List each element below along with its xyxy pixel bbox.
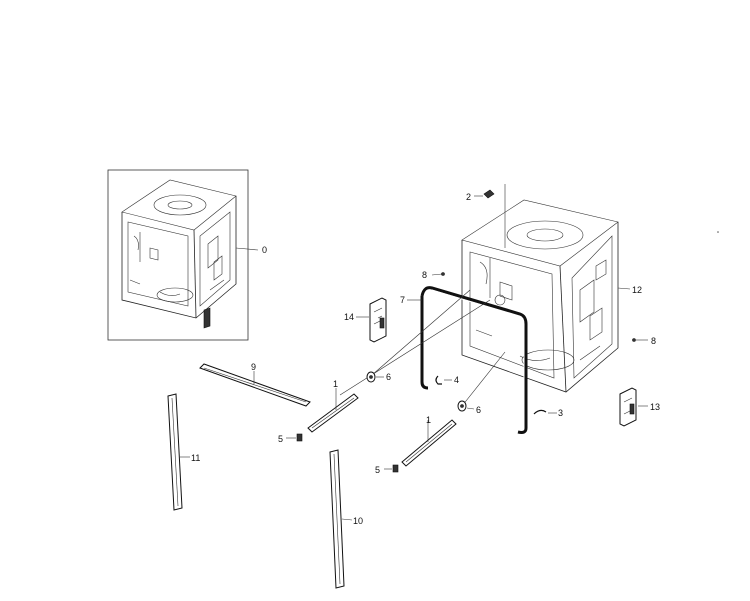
part-1-rail-right	[401, 419, 457, 467]
callout-0: 0	[262, 245, 267, 255]
callout-5a: 5	[278, 434, 283, 444]
callout-13: 13	[650, 402, 660, 412]
part-14-bracket	[356, 297, 387, 343]
leader-lines	[339, 184, 506, 407]
callout-10: 10	[353, 516, 363, 526]
part-4-hook	[435, 375, 452, 385]
callout-6b: 6	[476, 405, 481, 415]
callout-1b: 1	[426, 415, 431, 425]
part-9-strip	[199, 363, 311, 407]
callout-7: 7	[400, 295, 405, 305]
part-3-hook	[533, 409, 557, 415]
part-6-bushings	[366, 371, 475, 412]
callout-8b: 8	[651, 336, 656, 346]
part-10-strip	[329, 449, 353, 589]
callout-4: 4	[454, 375, 459, 385]
callout-9: 9	[251, 362, 256, 372]
callout-3: 3	[558, 408, 563, 418]
part-11-strip	[167, 393, 190, 511]
main-tub	[461, 199, 631, 393]
stray-dot	[717, 231, 719, 233]
callout-6a: 6	[386, 372, 391, 382]
part-2-clip	[474, 189, 495, 199]
inset-tub-assembly	[107, 169, 259, 341]
part-1-rail-left	[307, 388, 359, 433]
callout-11: 11	[191, 453, 200, 463]
callout-1a: 1	[333, 379, 338, 389]
callout-8a: 8	[422, 270, 427, 280]
callout-labels: 0 2 8 12 7 14 8 9 6 4 1 13 6 3 1 5 11 5 …	[191, 192, 660, 526]
callout-2: 2	[466, 192, 471, 202]
part-5-screws	[286, 433, 399, 473]
part-8-screws	[431, 272, 648, 342]
callout-12: 12	[632, 285, 642, 295]
part-13-bracket	[619, 387, 648, 427]
door-gasket	[407, 286, 528, 434]
callout-5b: 5	[375, 465, 380, 475]
callout-14: 14	[344, 312, 354, 322]
